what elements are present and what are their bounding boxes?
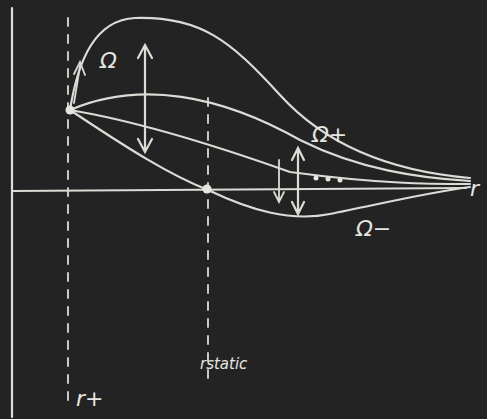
width-arrow [292, 148, 304, 214]
sketch-lines [12, 8, 470, 417]
omega-minus-label: Ω− [356, 218, 391, 240]
omega-middle-curve [70, 110, 470, 184]
chalk-dot [326, 177, 331, 182]
r-plus-label: r+ [76, 388, 103, 410]
static-point [203, 185, 212, 194]
r-static-label: rstatic [200, 357, 247, 372]
width-arrow [138, 45, 152, 152]
horizon-point [66, 106, 75, 115]
r-static-dashed-line [207, 98, 209, 380]
r-plus-dashed-line [67, 18, 69, 402]
axis-label: r [470, 178, 479, 200]
omega-label: Ω [100, 50, 117, 72]
points [66, 106, 343, 194]
small-arrow [274, 160, 284, 202]
omega-plus-outer-curve [70, 18, 470, 178]
chalk-dot [338, 178, 343, 183]
chalk-dot [314, 176, 319, 181]
r-axis [12, 188, 466, 191]
vertical-axis [11, 8, 13, 417]
omega-plus-label: Ω+ [312, 124, 347, 146]
omega-plus-curve [70, 94, 470, 181]
omega-minus-curve [70, 110, 470, 217]
small-arrow [74, 62, 85, 103]
